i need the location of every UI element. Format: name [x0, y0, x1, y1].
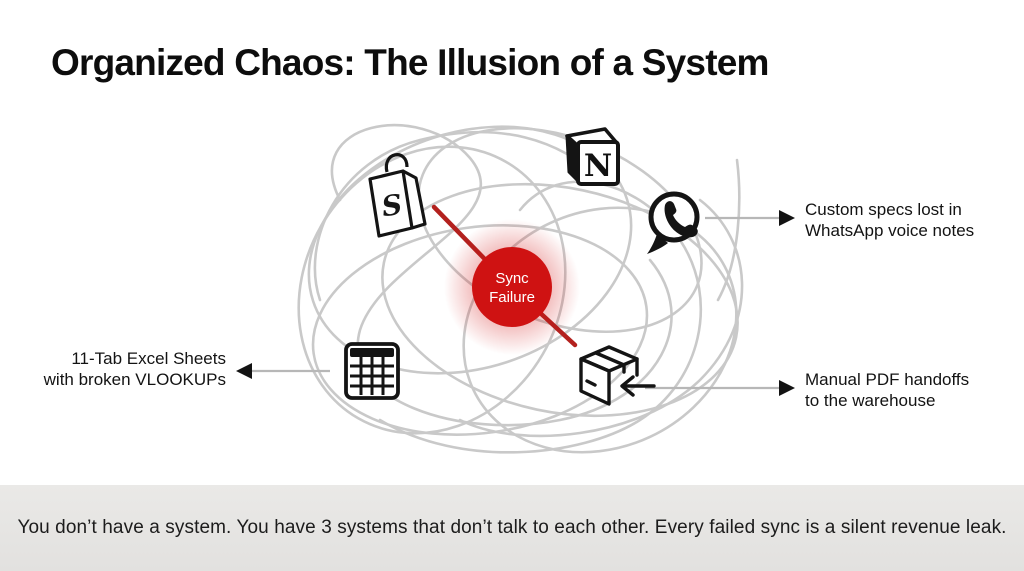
- slide-title: Organized Chaos: The Illusion of a Syste…: [51, 42, 769, 83]
- arrow-left-icon: [236, 363, 252, 379]
- arrow-right-icon: [779, 210, 795, 226]
- annotation-excel: 11-Tab Excel Sheets with broken VLOOKUPs: [44, 348, 226, 390]
- package-icon: [579, 345, 656, 406]
- annotation-connectors: [236, 210, 795, 396]
- spreadsheet-icon: [344, 342, 400, 400]
- shopify-letter: S: [380, 188, 405, 223]
- annotation-whatsapp: Custom specs lost in WhatsApp voice note…: [805, 199, 974, 241]
- hub-label-line1: Sync: [495, 270, 529, 287]
- annotation-whatsapp-line1: Custom specs lost in: [805, 200, 962, 219]
- annotation-whatsapp-line2: WhatsApp voice notes: [805, 221, 975, 240]
- annotation-warehouse-line1: Manual PDF handoffs: [805, 370, 970, 389]
- footer-bar: You don’t have a system. You have 3 syst…: [0, 485, 1024, 571]
- shopify-bag-icon: S: [368, 153, 427, 238]
- notion-letter: N: [584, 148, 612, 184]
- annotation-warehouse-line2: to the warehouse: [805, 391, 936, 410]
- annotation-excel-line2: with broken VLOOKUPs: [43, 370, 226, 389]
- annotation-warehouse: Manual PDF handoffs to the warehouse: [805, 369, 969, 411]
- notion-icon: N: [565, 127, 620, 186]
- sync-failure-circle: [472, 247, 552, 327]
- whatsapp-icon: [647, 191, 700, 254]
- hub-label-line2: Failure: [489, 289, 535, 306]
- sync-failure-hub: Sync Failure: [444, 219, 580, 355]
- annotation-excel-line1: 11-Tab Excel Sheets: [71, 349, 226, 368]
- arrow-right-icon: [779, 380, 795, 396]
- footer-text: You don’t have a system. You have 3 syst…: [17, 517, 1007, 538]
